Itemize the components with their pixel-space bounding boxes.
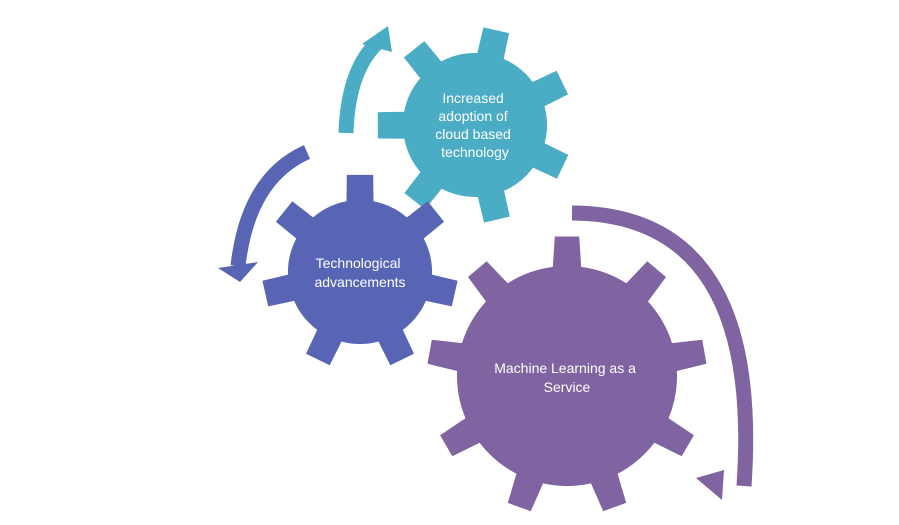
gear-mlaas-label-line: Machine Learning as a bbox=[494, 360, 636, 376]
gear-tech-label: Technological advancements bbox=[314, 255, 405, 290]
gear-cloud-shape bbox=[377, 27, 569, 223]
gear-mlaas-shape bbox=[427, 236, 707, 512]
gear-cloud-label-line: technology bbox=[441, 144, 509, 160]
arrow-tech-head bbox=[218, 262, 258, 282]
gear-cloud-label: Increased adoption of cloud based techno… bbox=[435, 90, 514, 160]
arrow-mlaas bbox=[571, 205, 754, 500]
arrow-mlaas-body bbox=[571, 205, 754, 487]
arrow-tech-body bbox=[230, 145, 311, 267]
arrow-cloud-head bbox=[362, 26, 392, 52]
arrow-cloud bbox=[338, 26, 392, 134]
arrow-mlaas-head bbox=[696, 470, 724, 500]
arrow-tech bbox=[218, 145, 311, 282]
gear-tech-label-line: advancements bbox=[314, 274, 405, 290]
gear-tech: Technological advancements bbox=[262, 174, 458, 366]
gear-cloud-label-line: adoption of bbox=[438, 108, 507, 124]
gear-mlaas-label-line: Service bbox=[544, 379, 591, 395]
gear-cloud: Increased adoption of cloud based techno… bbox=[377, 27, 569, 223]
gear-cloud-label-line: cloud based bbox=[435, 126, 511, 142]
arrow-cloud-body bbox=[338, 36, 384, 134]
gear-cloud-label-line: Increased bbox=[442, 90, 503, 106]
gear-mlaas: Machine Learning as a Service bbox=[427, 236, 707, 512]
gear-mlaas-label: Machine Learning as a Service bbox=[494, 360, 640, 395]
gear-tech-label-line: Technological bbox=[316, 255, 401, 271]
gear-tech-shape bbox=[262, 174, 458, 366]
